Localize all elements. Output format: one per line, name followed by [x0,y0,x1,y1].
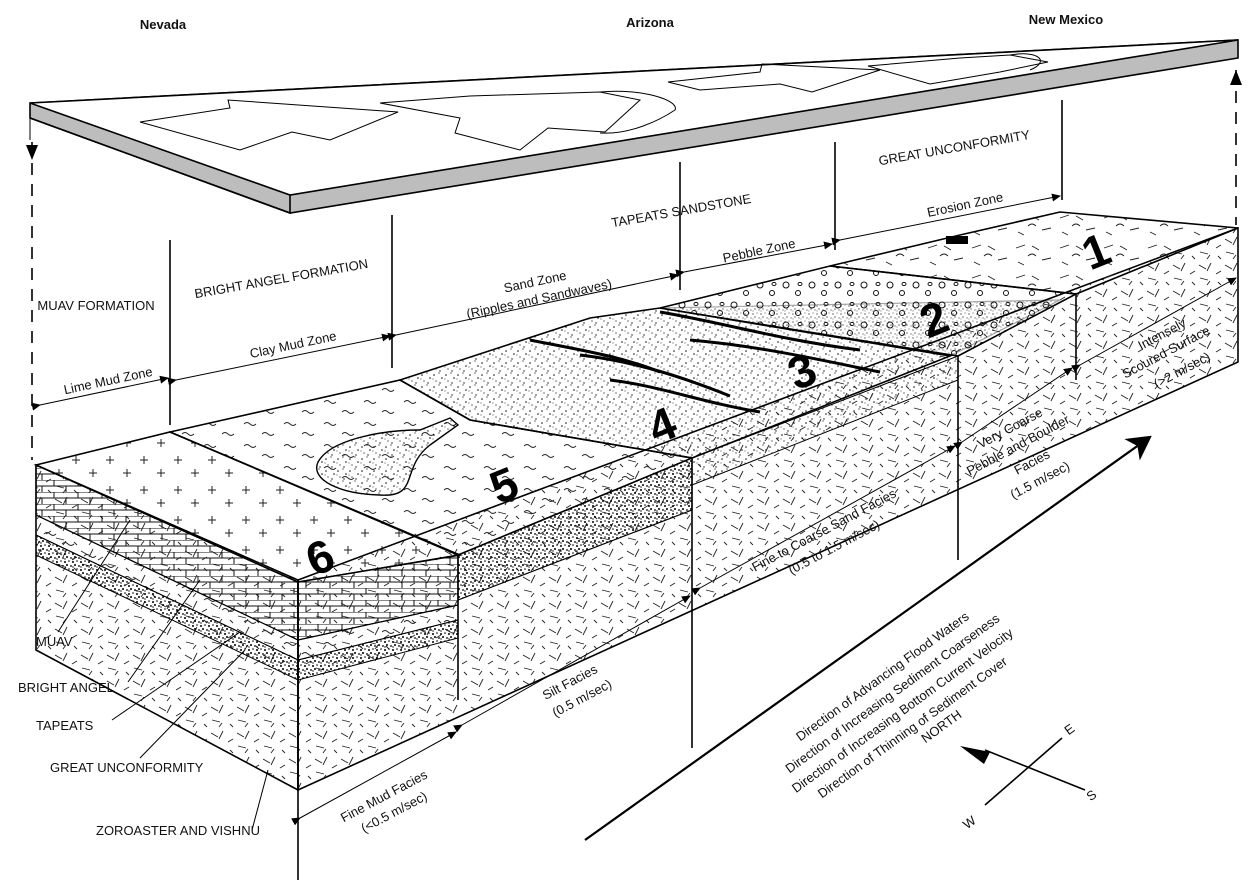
compass-label-s: S [1083,787,1099,804]
state-label-nevada: Nevada [140,17,187,32]
sandwave-ridges [529,310,881,414]
compass-label-w: W [960,812,979,832]
projection-arrow-right [1230,70,1242,85]
map-slab [29,39,1239,215]
formation-label-great-unconformity: GREAT UNCONFORMITY [877,127,1031,168]
state-label-arizona: Arizona [626,15,674,30]
layer-label-zoroaster: ZOROASTER AND VISHNU [96,823,260,838]
layer-leaders [57,519,269,831]
layer-label-tapeats: TAPEATS [36,718,94,733]
projection-arrow-left [26,145,38,160]
sand-lobe [316,417,460,496]
compass-label-e: E [1061,721,1077,738]
flood-direction-arrow [584,435,1152,841]
formation-label-muav: MUAV FORMATION [37,298,154,313]
formation-label-bright-angel: BRIGHT ANGEL FORMATION [193,256,369,301]
zone-label-pebble: Pebble Zone [721,236,796,266]
layer-label-muav: MUAV [36,634,73,649]
layer-label-great-unconformity: GREAT UNCONFORMITY [50,760,204,775]
zone-label-lime-mud: Lime Mud Zone [62,364,153,397]
zone-range-arrows [31,193,1237,826]
formation-label-tapeats: TAPEATS SANDSTONE [610,191,752,230]
layer-label-bright-angel: BRIGHT ANGEL [18,680,114,695]
flow-arrow-shapes [139,53,1049,151]
compass [960,737,1086,806]
state-label-new-mexico: New Mexico [1029,12,1103,27]
